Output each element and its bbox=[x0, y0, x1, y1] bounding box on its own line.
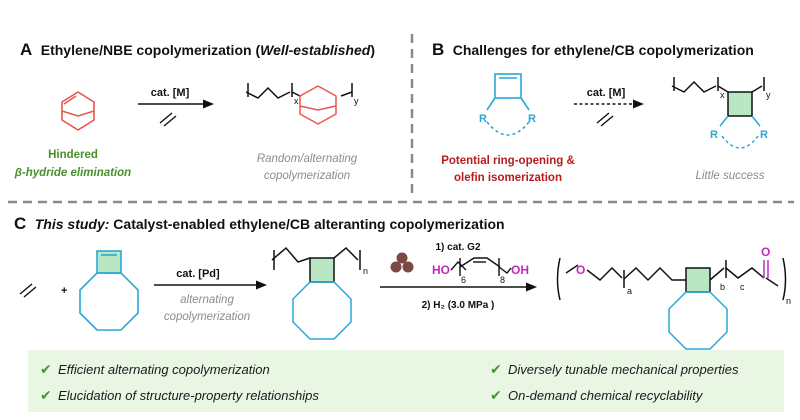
subscript-x-a: x bbox=[294, 96, 299, 106]
r-group-left-b: R bbox=[479, 113, 487, 125]
subscript-n-2: n bbox=[786, 296, 791, 306]
diol-ho: HO bbox=[432, 263, 450, 277]
subscript-n-1: n bbox=[363, 266, 368, 276]
subscript-x-b: x bbox=[720, 90, 725, 100]
ethylene-icon-a bbox=[159, 112, 177, 127]
subscript-8: 8 bbox=[500, 275, 505, 285]
benefits-box bbox=[28, 350, 784, 412]
cyclobutene-structure bbox=[486, 73, 530, 136]
benefit-item-1: Efficient alternating copolymerization bbox=[58, 362, 270, 377]
check-icon-2: ✔ bbox=[490, 361, 502, 377]
alternating-label: alternating bbox=[180, 294, 234, 306]
olefin-isomerization-label: olefin isomerization bbox=[454, 172, 562, 184]
panel-c-arrow-2 bbox=[380, 282, 537, 292]
cb-copolymer-structure-b bbox=[671, 77, 765, 149]
copolymerization-label-a: copolymerization bbox=[264, 170, 350, 182]
little-success-label: Little success bbox=[695, 170, 764, 182]
panel-c-catalyst: cat. [Pd] bbox=[176, 268, 220, 280]
copolymerization-label-c: copolymerization bbox=[164, 311, 250, 323]
panel-b-arrow bbox=[574, 99, 644, 109]
panel-b-catalyst: cat. [M] bbox=[587, 87, 626, 99]
subscript-b: b bbox=[720, 282, 725, 292]
panel-a-arrow bbox=[138, 99, 214, 109]
diol-structure bbox=[450, 257, 512, 276]
ring-opening-label: Potential ring-opening & bbox=[441, 155, 575, 167]
alternating-copolymer-structure bbox=[271, 246, 361, 340]
subscript-y-a: y bbox=[354, 96, 359, 106]
beta-hydride-label: β-hydride elimination bbox=[14, 167, 131, 179]
panel-c-header: C This study: Catalyst-enabled ethylene/… bbox=[14, 214, 505, 233]
random-alternating-label: Random/alternating bbox=[257, 153, 358, 165]
catalyst-spheres-icon bbox=[390, 252, 414, 273]
ethylene-icon-b bbox=[596, 112, 614, 127]
r-group-left-product: R bbox=[710, 129, 718, 141]
check-icon-4: ✔ bbox=[490, 387, 502, 403]
subscript-c: c bbox=[740, 282, 745, 292]
step-1-label: 1) cat. G2 bbox=[435, 242, 480, 253]
subscript-a: a bbox=[627, 286, 632, 296]
benefit-item-3: Elucidation of structure-property relati… bbox=[58, 388, 319, 403]
subscript-6: 6 bbox=[461, 275, 466, 285]
ethylene-icon-c bbox=[19, 283, 37, 298]
panel-a-catalyst: cat. [M] bbox=[151, 87, 190, 99]
benefit-item-2: Diversely tunable mechanical properties bbox=[508, 362, 739, 377]
benefit-item-4: On-demand chemical recyclability bbox=[508, 388, 704, 403]
cb-cyclooctane-monomer bbox=[79, 250, 139, 331]
r-group-right-product: R bbox=[760, 129, 768, 141]
plus-sign: + bbox=[61, 285, 67, 297]
ester-oxygen-atom: O bbox=[576, 263, 585, 277]
check-icon-3: ✔ bbox=[40, 387, 52, 403]
r-group-right-b: R bbox=[528, 113, 536, 125]
norbornene-structure bbox=[61, 91, 95, 131]
carbonyl-oxygen-atom: O bbox=[761, 245, 770, 259]
hindered-label: Hindered bbox=[48, 149, 98, 161]
nbe-copolymer-structure bbox=[245, 83, 353, 125]
subscript-y-b: y bbox=[766, 90, 771, 100]
diol-oh: OH bbox=[511, 263, 529, 277]
panel-a-header: A Ethylene/NBE copolymerization (Well-es… bbox=[20, 40, 375, 59]
polyester-product-structure bbox=[556, 257, 787, 350]
panel-c-arrow-1 bbox=[154, 280, 267, 290]
step-2-label: 2) H₂ (3.0 MPa ) bbox=[422, 300, 495, 311]
check-icon-1: ✔ bbox=[40, 361, 52, 377]
panel-b-header: B Challenges for ethylene/CB copolymeriz… bbox=[432, 40, 754, 59]
